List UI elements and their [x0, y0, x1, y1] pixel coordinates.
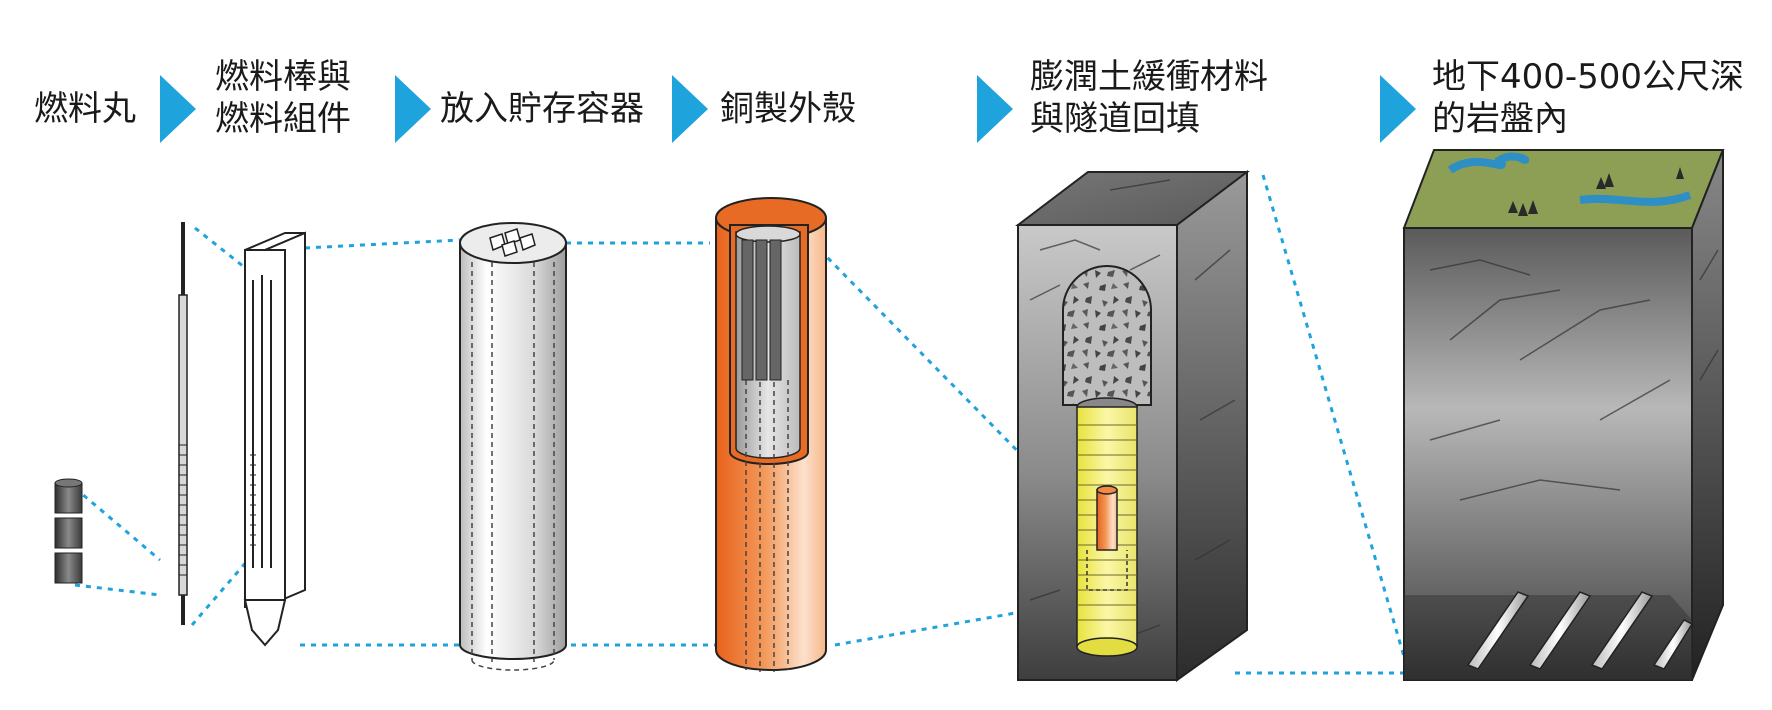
fuel-assembly	[243, 231, 306, 647]
fuel-rod	[178, 222, 188, 625]
step-label-line: 地下400-500公尺深	[1432, 57, 1745, 97]
step-label-line: 的岩盤內	[1432, 99, 1568, 139]
step-label-line: 燃料組件	[215, 99, 351, 139]
step-label-line: 放入貯存容器	[440, 89, 644, 129]
disposal-tunnels	[1466, 591, 1694, 670]
bedrock-repository-block	[1402, 149, 1725, 681]
fuel-pellets	[54, 478, 83, 584]
step-label-line: 與隧道回填	[1030, 99, 1200, 139]
step-arrow	[1380, 75, 1416, 143]
step-label-line: 燃料棒與	[215, 57, 351, 97]
step-arrow	[160, 75, 196, 143]
copper-shell	[715, 197, 827, 672]
step-label-line: 燃料丸	[34, 89, 136, 129]
step-label-bentonite-buffer: 膨潤土緩衝材料 與隧道回填	[1030, 56, 1268, 140]
step-arrow	[672, 75, 708, 143]
step-label-copper-shell: 銅製外殼	[720, 88, 856, 130]
storage-canister	[459, 222, 567, 671]
step-label-storage-canister: 放入貯存容器	[440, 88, 644, 130]
step-label-line: 銅製外殼	[720, 89, 856, 129]
step-label-fuel-rod-assembly: 燃料棒與 燃料組件	[215, 56, 351, 140]
step-label-bedrock-depth: 地下400-500公尺深 的岩盤內	[1432, 56, 1744, 140]
bentonite-rock-block	[1015, 169, 1250, 682]
step-label-fuel-pellet: 燃料丸	[34, 88, 136, 130]
step-label-line: 膨潤土緩衝材料	[1030, 57, 1268, 97]
step-arrow	[977, 75, 1013, 143]
step-arrow	[395, 75, 431, 143]
